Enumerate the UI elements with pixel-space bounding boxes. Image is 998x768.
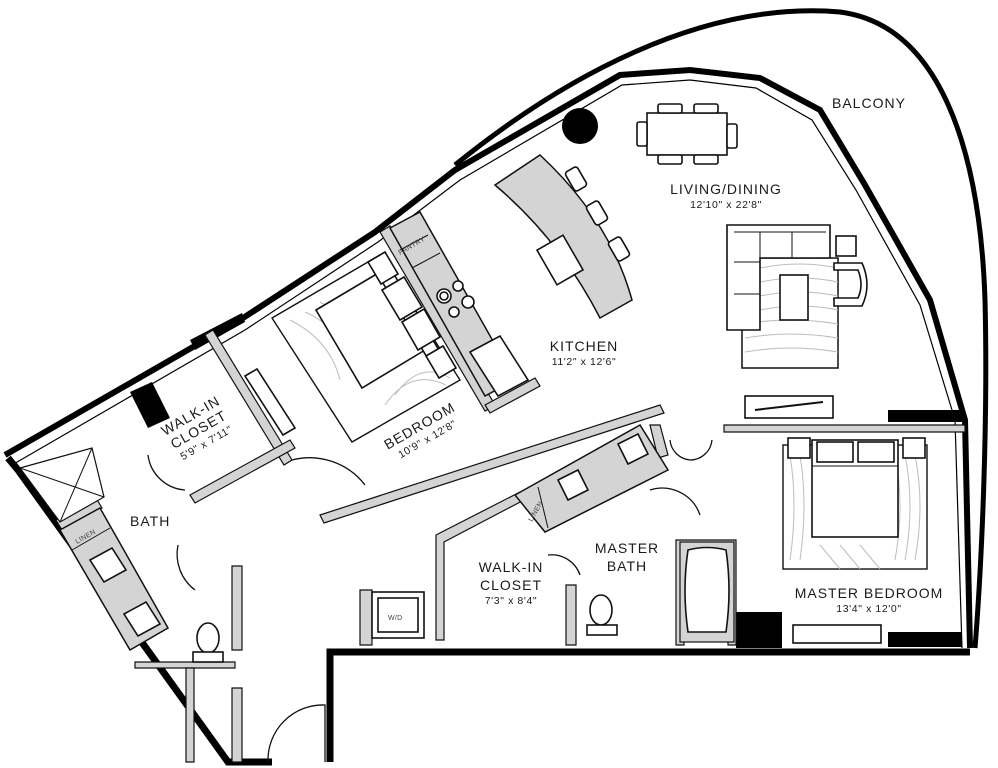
bath-shower [18,447,105,523]
exterior-walls [5,108,970,766]
living-dining-dimensions: 12'10" x 22'8" [690,199,762,211]
master-bath-label-line1: MASTER [595,540,659,556]
kitchen-label: KITCHEN [550,338,618,354]
balcony-label: BALCONY [832,95,906,111]
living-sofa-rug [726,224,868,369]
kitchen-island [493,154,633,320]
dining-table [636,103,738,165]
window-wall [3,66,973,649]
master-dresser [792,624,882,644]
doors [147,439,713,763]
master-bedroom-label: MASTER BEDROOM [795,585,944,601]
balcony-railing [453,8,989,649]
bath-vanity [58,506,170,652]
walk-in-closet-2-label-line2: CLOSET [480,577,542,593]
master-vanity [513,423,670,533]
washer-dryer-label: W/D [388,615,403,622]
master-bath-label-line2: BATH [607,558,647,574]
bath-label: BATH [130,513,170,529]
walk-in-closet-2-label-line1: WALK-IN [479,559,544,575]
living-dining-label: LIVING/DINING [670,181,782,197]
walk-in-closet-2-dimensions: 7'3" x 8'4" [485,595,538,607]
bedroom-bed [243,250,461,443]
washer-dryer [371,591,425,639]
master-toilet [586,594,618,636]
master-bedroom-dimensions: 13'4" x 12'0" [836,603,901,615]
structural-column [562,108,598,144]
master-tub [679,541,735,643]
tv-console [744,395,834,419]
bath-toilet [192,622,224,663]
kitchen-dimensions: 11'2" x 12'6" [552,356,617,368]
master-bed [782,437,928,570]
kitchen-counter [388,210,530,398]
